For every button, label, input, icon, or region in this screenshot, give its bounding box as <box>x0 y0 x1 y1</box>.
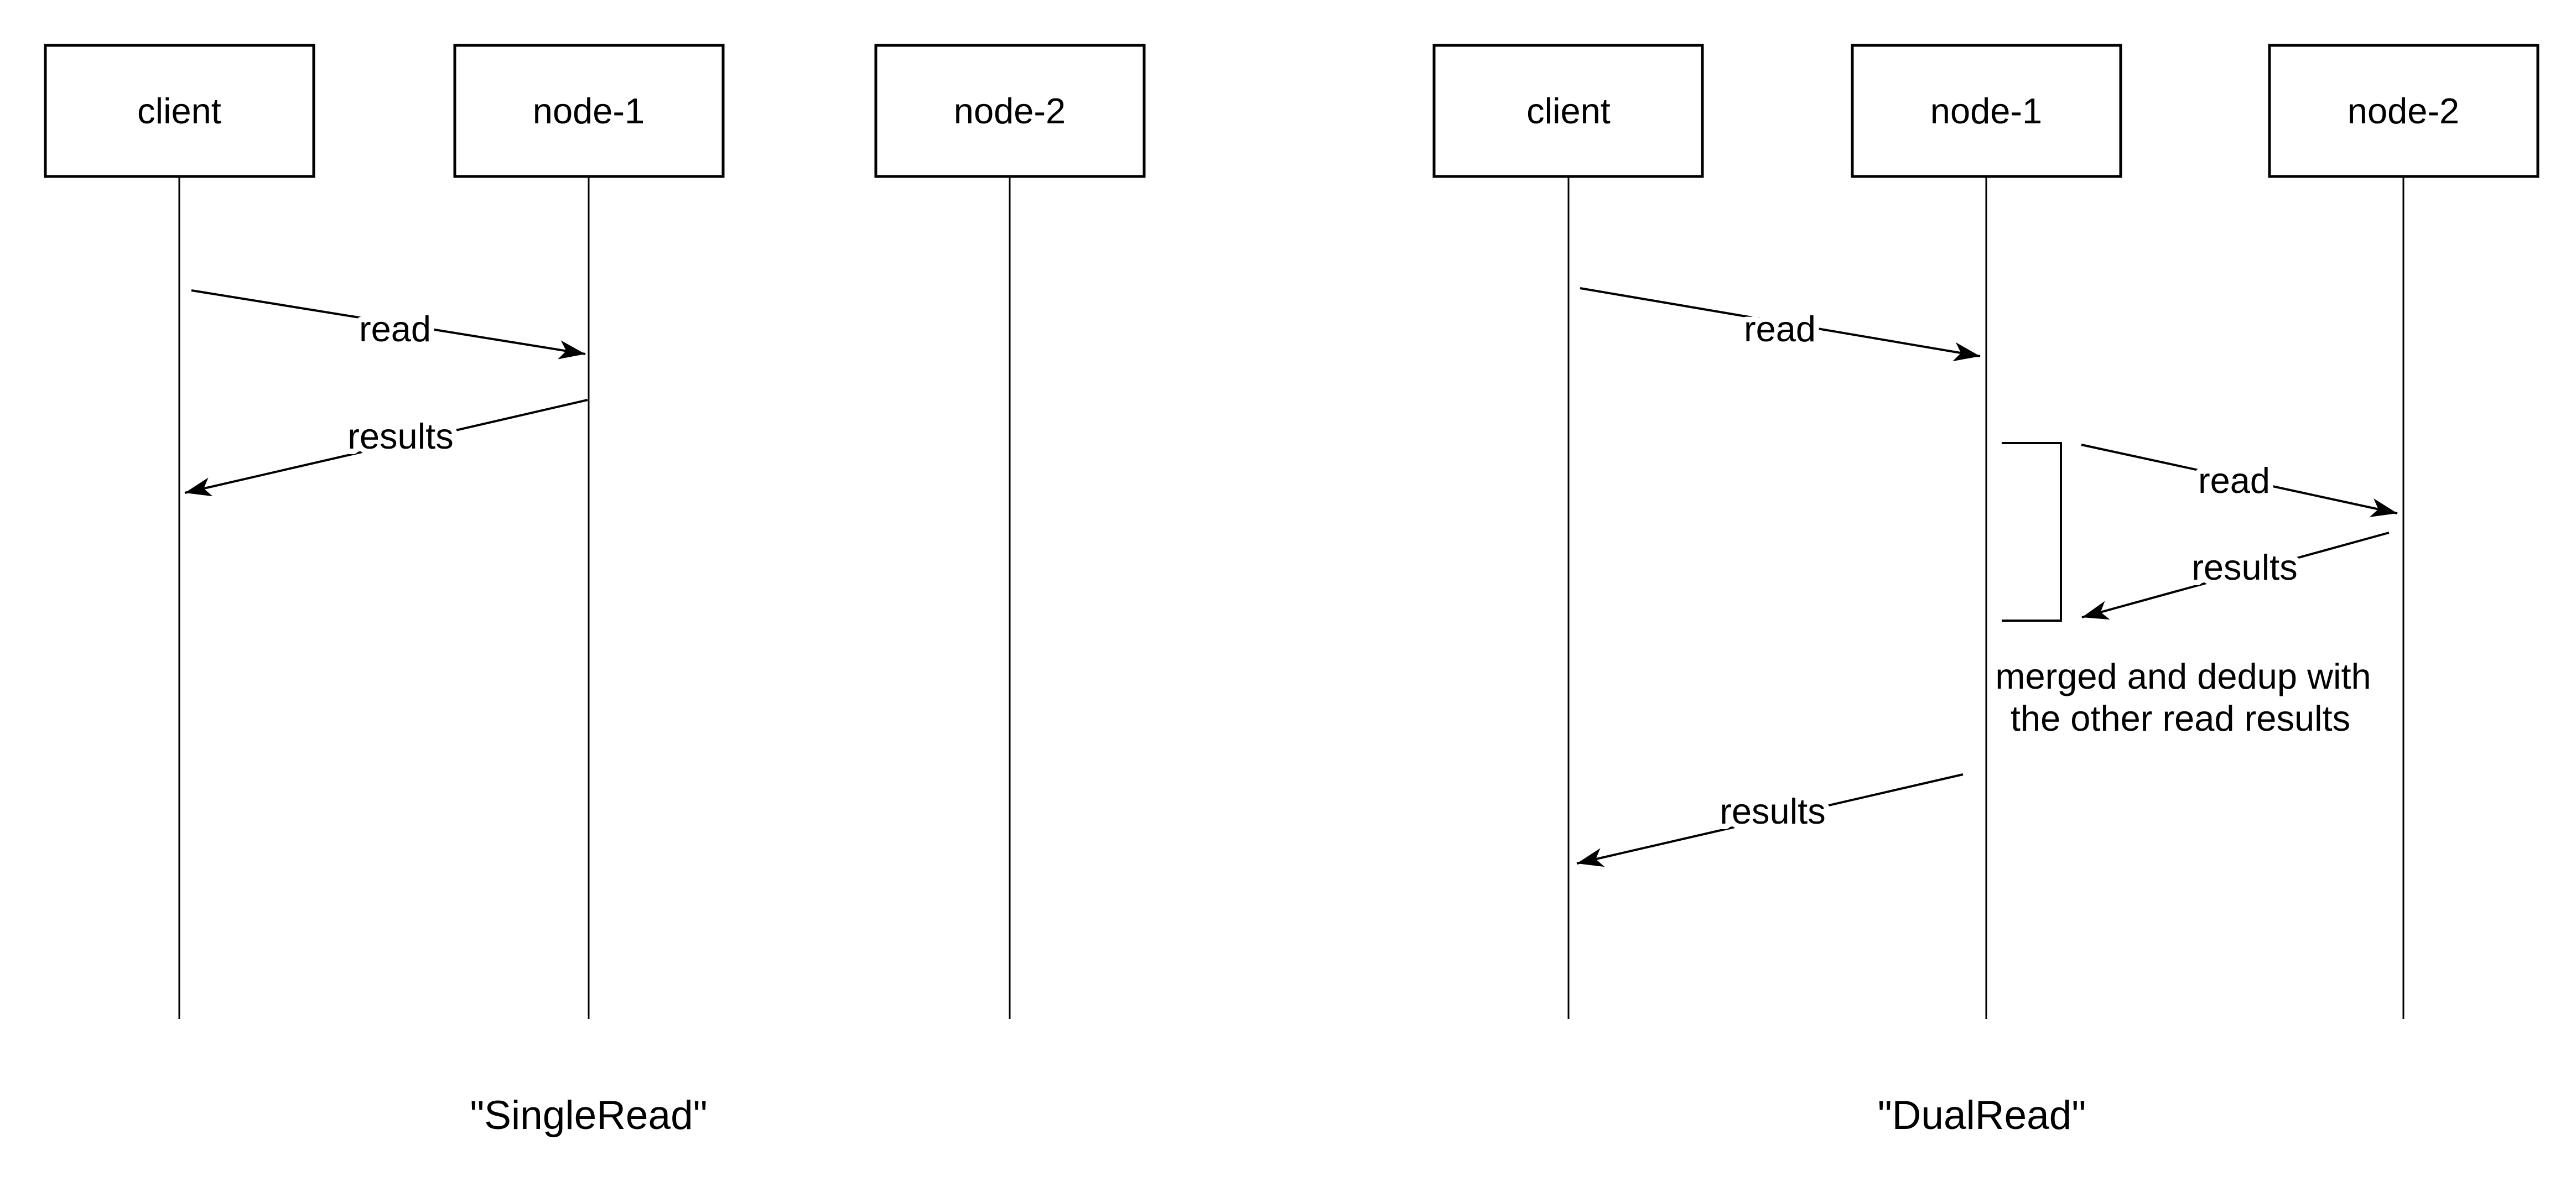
actor-label-node1-single: node-1 <box>533 91 645 131</box>
actor-box-node1-dual <box>1851 44 2122 178</box>
note-line-1: merged and dedup with <box>1995 656 2371 696</box>
arrow-read-single <box>191 289 586 360</box>
message-label-read-single: read <box>359 309 431 349</box>
activation-bracket-node1 <box>2002 442 2062 622</box>
note-line-2: the other read results <box>2011 698 2350 738</box>
actor-node1-dual: node-1 <box>1851 44 2122 178</box>
actor-label-client-single: client <box>137 91 221 131</box>
arrow-read2-dual <box>2081 444 2398 517</box>
diagram-dualread: client node-1 node-2 read read results m… <box>1432 44 2539 1138</box>
actor-node2-single: node-2 <box>874 44 1146 178</box>
arrow-read1-dual <box>1580 287 1981 362</box>
arrow-results1-dual <box>2081 532 2390 620</box>
arrow-results2-dual <box>1576 773 1964 867</box>
caption-singleread: "SingleRead" <box>470 1093 707 1138</box>
actor-client-single: client <box>44 44 315 178</box>
message-label-results2-dual: results <box>1720 791 1825 831</box>
actor-box-client-single <box>44 44 315 178</box>
message-label-read1-dual: read <box>1744 309 1816 349</box>
diagram-singleread: client node-1 node-2 read results "Singl… <box>44 44 1146 1138</box>
actor-client-dual: client <box>1432 44 1704 178</box>
actor-label-node2-dual: node-2 <box>2348 91 2459 131</box>
actor-box-client-dual <box>1432 44 1704 178</box>
actor-box-node2-single <box>874 44 1146 178</box>
message-label-results1-dual: results <box>2191 547 2297 587</box>
actor-box-node2-dual <box>2268 44 2539 178</box>
arrow-results-single <box>184 399 588 497</box>
message-label-results-single: results <box>347 416 453 456</box>
caption-dualread: "DualRead" <box>1878 1093 2086 1138</box>
note-merged-dedup: merged and dedup with the other read res… <box>1995 656 2371 738</box>
actor-box-node1-single <box>453 44 725 178</box>
actor-label-node1-dual: node-1 <box>1930 91 2042 131</box>
message-label-read2-dual: read <box>2198 460 2270 501</box>
actor-label-client-dual: client <box>1526 91 1611 131</box>
actor-label-node2-single: node-2 <box>954 91 1066 131</box>
actor-node2-dual: node-2 <box>2268 44 2539 178</box>
actor-node1-single: node-1 <box>453 44 725 178</box>
